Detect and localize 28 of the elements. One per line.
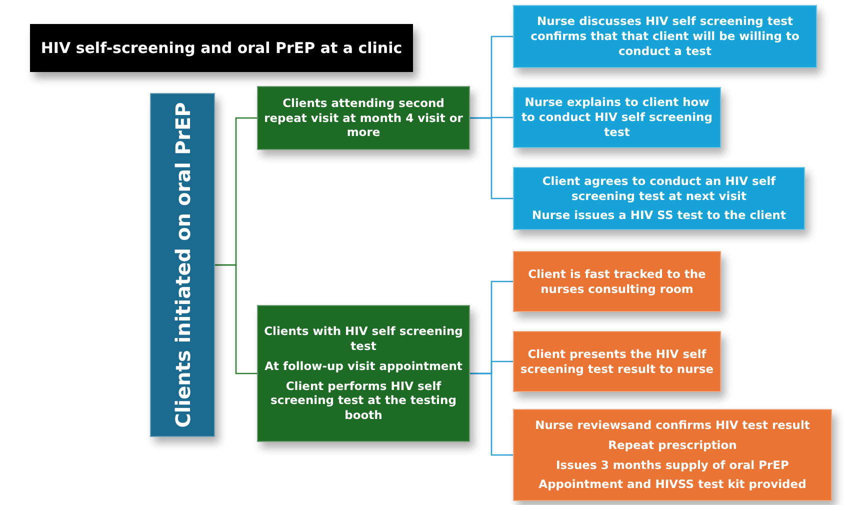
box-label: Client performs HIV self screening test at the testing booth [270, 378, 458, 424]
box-label: Clients with HIV self screening test [263, 324, 464, 354]
group-box [257, 86, 470, 150]
connector-line [215, 264, 257, 374]
group-box [257, 305, 470, 442]
step-box [513, 5, 817, 68]
box-label: Client presents the HIV self screening test result to nurse [519, 346, 715, 376]
title-banner: HIV self-screening and oral PrEP at a clinic [30, 24, 413, 72]
connector-line [470, 372, 513, 456]
connector-line [470, 117, 513, 200]
box-label: Issues 3 months supply of oral PrEP [556, 458, 789, 472]
box-label: Nurse explains to client how to conduct HIV self screening test [520, 95, 714, 140]
box-label: Appointment and HIVSS test kit provided [538, 477, 806, 492]
box-label: Client is fast tracked to the nurses consulting room [527, 266, 707, 296]
step-box [513, 409, 832, 501]
box-label: Clients attending second repeat visit at month 4 visit or more [263, 96, 464, 140]
category-box [150, 93, 215, 437]
step-box [513, 331, 721, 392]
box-label: Nurse issues a HIV SS test to the client [532, 208, 786, 224]
box-label: Nurse discusses HIV self screening test confirms that that client will be willing to conduct a test [530, 14, 800, 59]
box-label: At follow-up visit appointment [264, 358, 462, 374]
box-label: Client agrees to conduct an HIV self screening test at next visit [541, 174, 777, 204]
step-box [513, 167, 805, 230]
box-label: Nurse reviewsand confirms HIV test result [535, 418, 810, 433]
step-box [513, 251, 721, 312]
box-label: Clients initiated on oral PrEP [170, 101, 196, 430]
box-label: Repeat prescription [608, 438, 737, 452]
step-box [513, 87, 721, 148]
